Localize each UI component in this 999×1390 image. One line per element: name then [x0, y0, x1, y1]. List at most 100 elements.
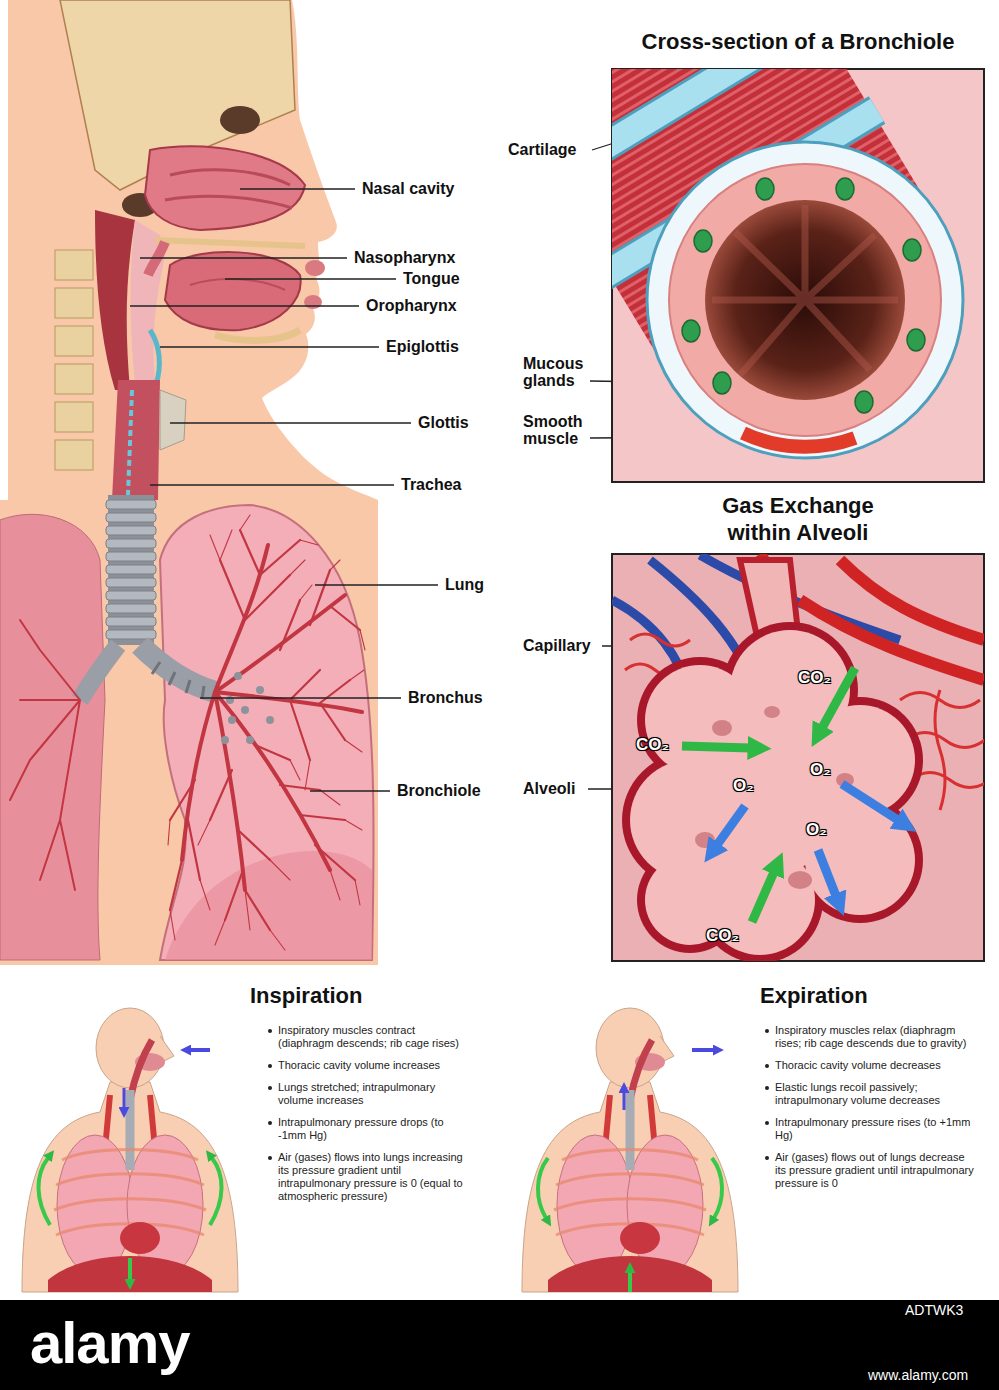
vertebrae — [55, 288, 93, 318]
part-label: Lung — [445, 575, 484, 595]
alveolar-openings — [712, 720, 732, 736]
bullet-dot — [268, 1086, 272, 1090]
trachea-rings — [106, 500, 156, 639]
bullet-dot — [765, 1064, 769, 1068]
trachea-rings — [106, 630, 156, 639]
gas-arrows — [842, 784, 898, 820]
inspiration-figure — [128, 1258, 132, 1280]
head-and-thorax-section — [304, 295, 322, 309]
bullet-item: Elastic lungs recoil passively; intrapul… — [765, 1081, 977, 1107]
bronchial-tree — [168, 515, 365, 950]
expiration-figure — [712, 1158, 722, 1218]
trachea-rings — [106, 500, 156, 509]
alveolar-sac-outline — [622, 622, 923, 961]
trachea-rings — [106, 578, 156, 587]
bullet-item: Intrapulmonary pressure drops (to -1mm H… — [268, 1116, 463, 1142]
figure-panel: Gas Exchange within Alveoli — [598, 492, 998, 962]
vertebrae — [55, 440, 93, 470]
alveoli-panel — [612, 554, 984, 961]
inspiration-figure — [190, 1048, 210, 1052]
vertebrae — [55, 250, 93, 470]
part-label: Cartilage — [508, 140, 576, 160]
bronchial-cartilage — [266, 716, 274, 724]
bullet-text: Air (gases) flows into lungs increasing … — [278, 1151, 463, 1203]
watermark: ADTWK3 — [905, 1302, 963, 1318]
bullet-item: Intrapulmonary pressure rises (to +1mm H… — [765, 1116, 977, 1142]
bullet-item: Thoracic cavity volume decreases — [765, 1059, 977, 1072]
bullet-item: Inspiratory muscles relax (diaphragm ris… — [765, 1024, 977, 1050]
bullet-item: Lungs stretched; intrapulmonary volume i… — [268, 1081, 463, 1107]
vertebrae — [55, 250, 93, 280]
panel-title: Gas Exchange within Alveoli — [703, 492, 893, 546]
gas-arrows — [682, 746, 750, 748]
trachea-rings — [106, 604, 156, 613]
mucous-glands — [682, 320, 700, 342]
head-and-thorax-section — [140, 645, 215, 692]
part-label: Tongue — [403, 269, 460, 289]
mucous-glands — [694, 230, 712, 252]
bronchiole-panel — [669, 164, 941, 436]
bronchial-cartilage — [221, 672, 274, 744]
gas-arrows — [818, 850, 836, 896]
bronchial-cartilage — [241, 706, 249, 714]
alveolar-openings — [695, 832, 715, 848]
expiration-figure — [522, 1008, 738, 1292]
bullet-dot — [765, 1156, 769, 1160]
bullet-list: Inspiratory muscles relax (diaphragm ris… — [765, 1024, 977, 1199]
head-and-thorax-section — [160, 505, 374, 960]
alveoli-panel — [612, 554, 990, 963]
bullet-item: Thoracic cavity volume increases — [268, 1059, 463, 1072]
alveolar-openings — [764, 706, 780, 718]
bronchial-tree — [10, 515, 365, 950]
bullet-dot — [765, 1121, 769, 1125]
bronchial-cartilage — [234, 672, 242, 680]
head-and-thorax-section — [152, 662, 204, 699]
leader-lines — [130, 189, 438, 791]
bronchiole-panel — [546, 16, 984, 482]
gas-arrows — [717, 806, 745, 845]
gas-label: O₂ — [733, 776, 754, 796]
bronchial-tree — [170, 530, 360, 930]
bronchial-cartilage — [256, 686, 264, 694]
watermark: www.alamy.com — [868, 1367, 968, 1383]
part-label: Glottis — [418, 413, 469, 433]
vertebrae — [55, 402, 93, 432]
trachea-rings — [106, 526, 156, 535]
head-and-thorax-section — [80, 645, 118, 700]
head-and-thorax-section — [165, 252, 301, 330]
gas-label: O₂ — [806, 820, 827, 840]
head-and-thorax-section — [215, 330, 300, 340]
mucous-glands — [855, 391, 873, 413]
head-and-thorax-section — [160, 390, 186, 450]
expiration-figure — [538, 1158, 548, 1218]
bullet-item: Air (gases) flows out of lungs decrease … — [765, 1151, 977, 1190]
inspiration-figure — [22, 1008, 238, 1292]
bronchial-cartilage — [221, 736, 229, 744]
gas-label: CO₂ — [706, 926, 739, 946]
bullet-dot — [268, 1121, 272, 1125]
bullet-text: Air (gases) flows out of lungs decrease … — [775, 1151, 977, 1190]
trachea-rings — [106, 617, 156, 626]
trachea-rings — [106, 513, 156, 522]
bronchial-cartilage — [246, 736, 254, 744]
head-and-thorax-section — [130, 220, 165, 385]
head-and-thorax-section — [0, 0, 378, 965]
gas-label: CO₂ — [798, 668, 831, 688]
bronchiole-panel — [712, 205, 898, 375]
trachea-rings — [106, 565, 156, 574]
mucous-glands — [682, 178, 925, 413]
inspiration-figure — [210, 1158, 222, 1225]
bullet-text: Intrapulmonary pressure rises (to +1mm H… — [775, 1116, 977, 1142]
bullet-text: Elastic lungs recoil passively; intrapul… — [775, 1081, 977, 1107]
head-and-thorax-section — [0, 514, 105, 960]
part-label: Smooth muscle — [523, 413, 595, 447]
section-heading: Inspiration — [250, 983, 362, 1009]
expiration-figure — [628, 1272, 632, 1292]
gas-arrows — [752, 872, 774, 922]
footer-band — [0, 1300, 999, 1390]
head-and-thorax-section — [0, 0, 378, 965]
part-label: Trachea — [401, 475, 461, 495]
alveolar-openings — [788, 871, 812, 889]
vertebrae — [55, 326, 93, 356]
